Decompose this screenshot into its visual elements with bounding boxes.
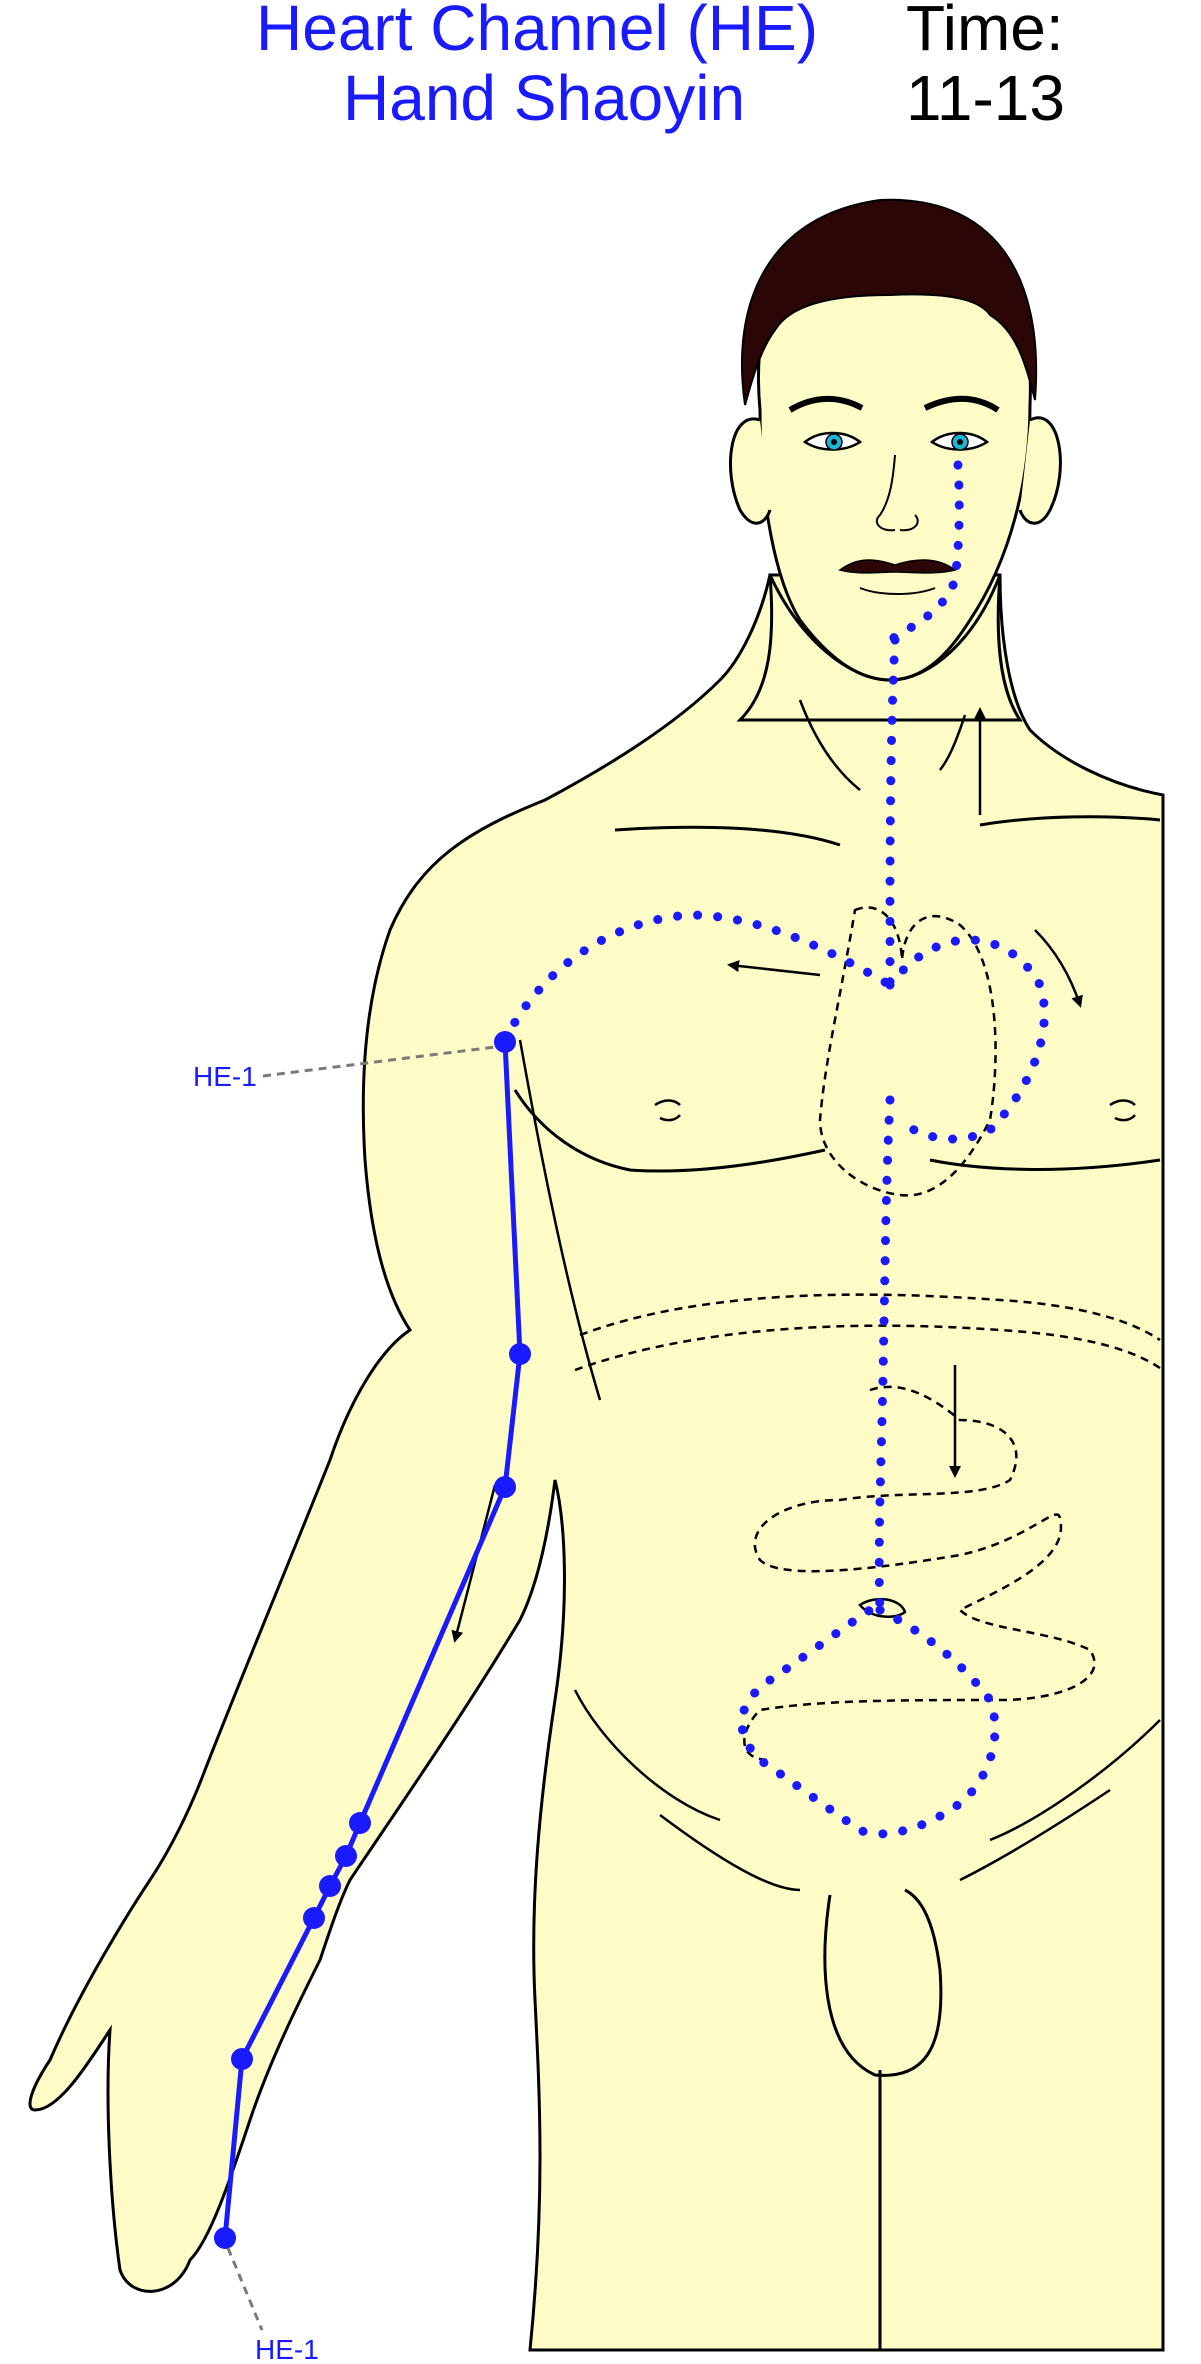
intestine-outline-1 [743,1385,1096,1762]
point-he1-lower [214,2227,236,2249]
neck-line-right [939,714,967,771]
channel-name: Heart Channel (HE) [256,0,818,64]
point-arm-7 [303,1907,325,1929]
nose [875,454,919,532]
inguinal-left [659,1813,801,1892]
hip-line-right [989,1719,1161,1842]
right-eye [929,431,990,451]
left-nipple [654,1099,681,1122]
arrow-chest-right [1034,929,1083,1008]
hair [741,198,1038,406]
genitals [823,1888,943,2077]
left-eyebrow [788,395,864,413]
diaphragm-outline [579,1293,1161,1342]
pectoral-line [513,1089,826,1173]
inguinal-right [959,1788,1111,1882]
hip-line-left [573,1689,721,1822]
neck-line-left [798,699,861,791]
clavicle-left [614,825,841,847]
left-ear [729,417,772,525]
torso-silhouette [28,573,1165,2352]
point-arm-3 [494,1476,516,1498]
clavicle-right [979,815,1161,827]
right-ear [1018,416,1062,525]
leader-lower [226,2247,264,2331]
title-block: Heart Channel (HE) Hand Shaoyin Time: 11… [0,0,1201,140]
heart-outline [818,906,997,1197]
point-arm-4 [349,1812,371,1834]
diaphragm-outline-2 [574,1324,1161,1372]
internal-channel-dots [500,460,1049,1839]
arrow-chest-left [727,960,821,977]
label-he1-upper: HE-1 [193,1061,257,1092]
dotted-chest-arc [500,910,895,1045]
pectoral-line-right [929,1158,1161,1171]
label-he1-lower: HE-1 [255,2334,319,2364]
time-value: 11-13 [906,62,1065,134]
leader-upper [262,1045,496,1078]
internal-organs [574,906,1161,1762]
mouth [859,587,936,595]
point-arm-6 [319,1875,341,1897]
time-label: Time: [906,0,1064,64]
right-nipple [1109,1099,1136,1122]
mustache [838,559,957,574]
dotted-intestine-loop [737,1605,1000,1839]
point-arm-2 [509,1343,531,1365]
abdomen-side-line [518,1039,602,1401]
channel-subtitle: Hand Shaoyin [343,62,746,134]
point-arm-5 [335,1845,357,1867]
point-arm-8 [231,2048,253,2070]
dotted-lower-channel [874,1095,895,1615]
dotted-face-path [885,460,964,645]
right-eyebrow [923,395,1000,413]
left-eye [802,431,863,451]
arm-channel-points [214,1031,531,2249]
point-he1-upper [494,1031,516,1053]
